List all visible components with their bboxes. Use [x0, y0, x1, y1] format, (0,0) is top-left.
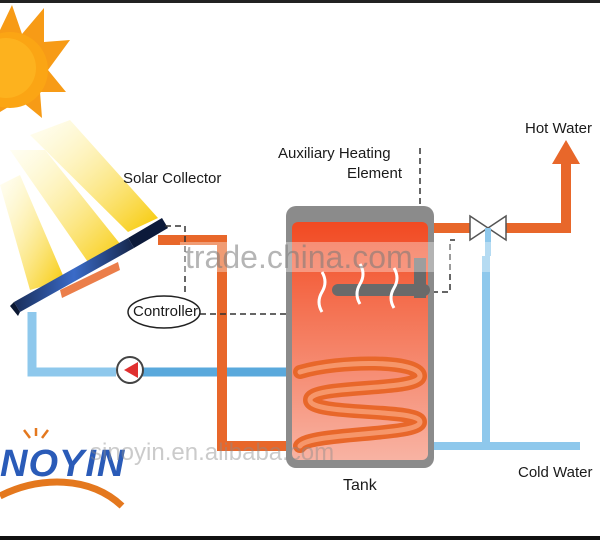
- sun-icon: [0, 5, 70, 118]
- bottom-border: [0, 536, 600, 540]
- logo-sun-icon: [23, 428, 49, 439]
- control-wires: [165, 148, 455, 315]
- logo-text: NOYIN: [0, 443, 126, 485]
- top-border: [0, 0, 600, 3]
- cold-water-inlet-pipe: [434, 256, 580, 450]
- solar-collector-label: Solar Collector: [123, 170, 222, 187]
- brand-logo: [0, 428, 125, 509]
- pump-icon: [116, 356, 144, 384]
- solar-collector-panel: [10, 218, 168, 316]
- watermark-secondary: sinoyin.en.alibaba.com: [90, 439, 335, 466]
- hot-pipe-collector-loop: [158, 235, 300, 451]
- watermark-band: [180, 242, 600, 272]
- hot-water-outlet-pipe: [434, 140, 580, 233]
- storage-tank: [286, 206, 434, 468]
- cold-water-label: Cold Water: [518, 464, 593, 481]
- watermark-main: trade.china.com: [185, 239, 413, 275]
- controller-label: Controller: [133, 303, 199, 320]
- tank-label: Tank: [343, 477, 377, 494]
- valve-icon: [469, 214, 507, 256]
- auxiliary-heating-label-line1: Auxiliary Heating: [278, 145, 391, 162]
- hot-water-label: Hot Water: [525, 120, 592, 137]
- auxiliary-heating-label-line2: Element: [347, 165, 403, 182]
- controller-box: [127, 295, 201, 329]
- sun-rays: [0, 120, 158, 290]
